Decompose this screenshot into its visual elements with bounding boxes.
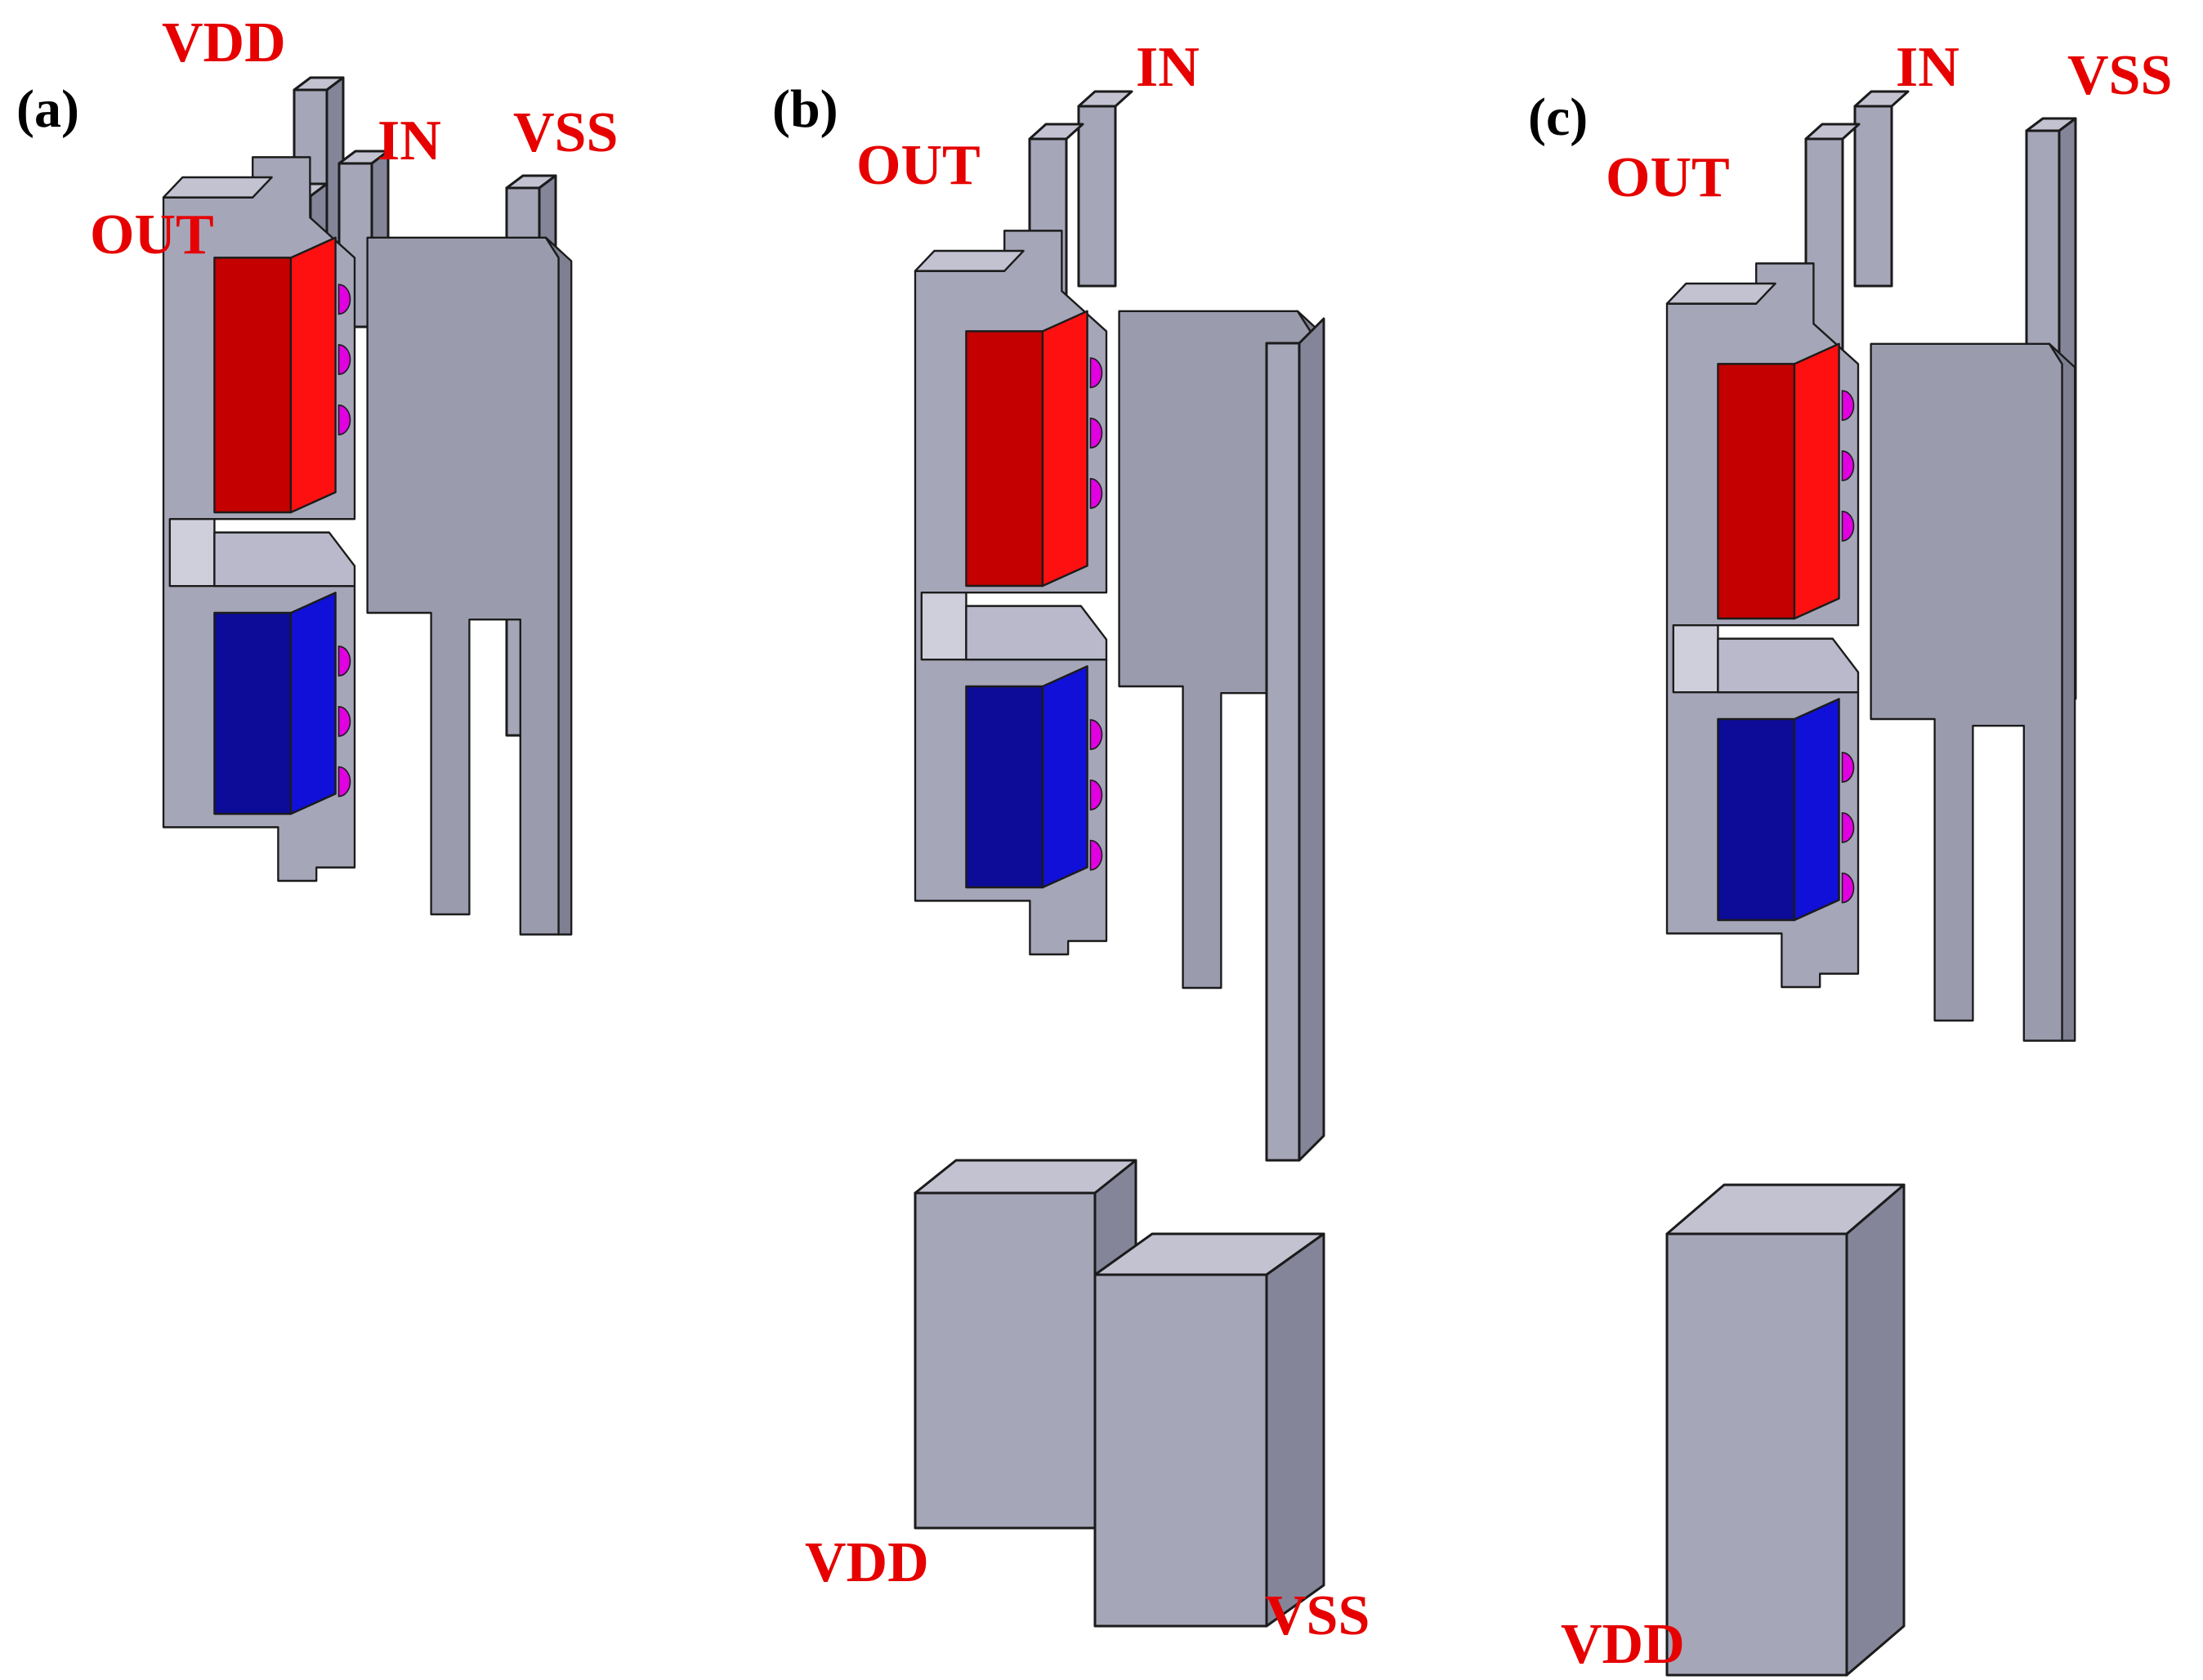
panel-b-vdd-label: VDD	[805, 1531, 929, 1594]
panel-c-out-label: OUT	[1606, 146, 1730, 209]
panel-c-tag: (c)	[1528, 87, 1588, 147]
panel-a-device	[162, 76, 573, 936]
panel-c-vss-label: VSS	[2067, 44, 2172, 107]
panel-b-vss-label: VSS	[1265, 1584, 1370, 1647]
panel-a-in-label: IN	[378, 109, 441, 172]
panel-a-tag: (a)	[16, 79, 79, 139]
panel-b-tag: (b)	[772, 79, 838, 139]
panel-a-vdd-label: VDD	[162, 11, 286, 74]
panel-c-in-label: IN	[1896, 36, 1959, 99]
panel-c-vdd-label: VDD	[1561, 1613, 1685, 1676]
panel-b-in-label: IN	[1136, 36, 1200, 99]
panel-a-out-label: OUT	[90, 203, 214, 266]
panel-a-vss-label: VSS	[513, 101, 618, 164]
panel-b-out-label: OUT	[856, 134, 981, 197]
panel-c-device	[1665, 90, 2077, 1677]
panel-b-device	[914, 90, 1325, 1628]
